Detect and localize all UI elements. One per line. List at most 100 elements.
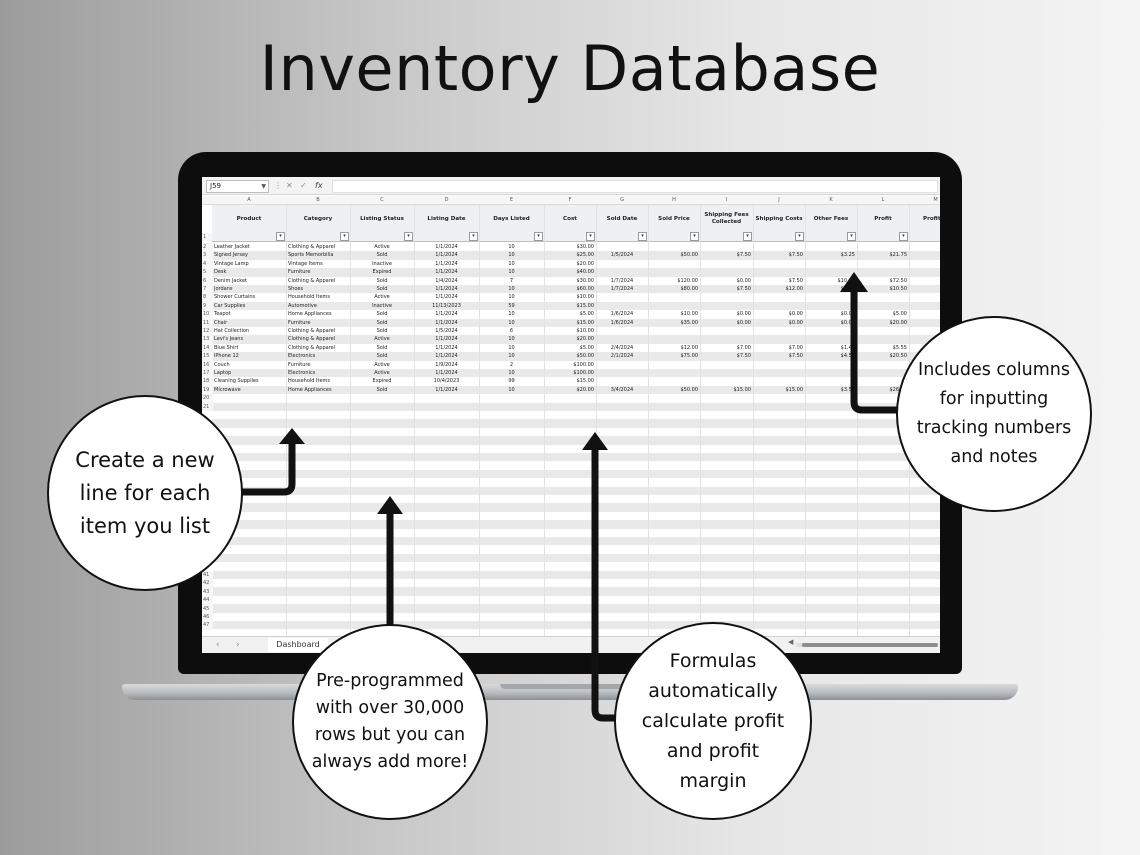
table-cell[interactable]: $50.00 — [576, 353, 595, 360]
filter-dropdown-icon[interactable]: ▾ — [847, 232, 856, 241]
table-cell[interactable]: $75.00 — [680, 353, 699, 360]
table-cell[interactable]: Jordans — [214, 286, 233, 292]
table-cell[interactable]: $0.00 — [736, 277, 751, 284]
table-cell[interactable]: $25.00 — [576, 252, 595, 259]
filter-dropdown-icon[interactable]: ▾ — [638, 232, 647, 241]
scrollbar-thumb[interactable] — [802, 643, 938, 647]
table-cell[interactable]: 2 — [509, 361, 514, 368]
table-cell[interactable]: $20.00 — [576, 260, 595, 267]
table-cell[interactable]: $35.00 — [680, 319, 699, 326]
table-cell[interactable]: 10 — [508, 294, 515, 301]
table-cell[interactable]: Sold — [376, 286, 388, 292]
table-cell[interactable]: Desk — [214, 269, 227, 276]
column-letter[interactable]: G — [620, 197, 624, 203]
table-cell[interactable]: $0.00 — [736, 311, 751, 318]
table-cell[interactable]: $5.00 — [579, 344, 594, 351]
table-cell[interactable]: $30.00 — [576, 244, 595, 250]
table-cell[interactable]: Denim Jacket — [214, 277, 247, 284]
table-cell[interactable]: 1/1/2024 — [435, 311, 458, 318]
table-cell[interactable]: 7 — [509, 277, 514, 284]
column-letter[interactable]: C — [380, 197, 384, 203]
table-cell[interactable]: Home Appliances — [288, 386, 332, 393]
table-cell[interactable]: 1/1/2024 — [435, 294, 458, 301]
table-cell[interactable]: $40.00 — [576, 269, 595, 276]
table-cell[interactable]: $10.50 — [889, 286, 908, 292]
table-cell[interactable]: $72.50 — [889, 277, 908, 284]
table-cell[interactable]: Vintage Lamp — [214, 260, 249, 267]
table-cell[interactable]: $10.00 — [837, 277, 856, 284]
table-cell[interactable]: Household Items — [288, 378, 331, 385]
table-cell[interactable]: $80.00 — [680, 286, 699, 292]
table-cell[interactable]: $30.00 — [576, 277, 595, 284]
formula-input[interactable] — [332, 180, 938, 193]
table-cell[interactable]: Signed Jersey — [214, 252, 248, 259]
table-cell[interactable]: Automotive — [288, 302, 317, 309]
table-cell[interactable]: $12.00 — [680, 344, 699, 351]
table-cell[interactable]: 1/1/2024 — [435, 319, 458, 326]
table-cell[interactable]: 10 — [508, 260, 515, 267]
horizontal-scrollbar[interactable] — [796, 643, 938, 647]
table-cell[interactable]: 1/4/2024 — [435, 277, 458, 284]
table-cell[interactable]: 1/1/2024 — [435, 260, 458, 267]
filter-dropdown-icon[interactable]: ▾ — [586, 232, 595, 241]
table-cell[interactable]: $7.50 — [736, 286, 751, 292]
table-cell[interactable]: $50.00 — [680, 386, 699, 393]
table-cell[interactable]: Expired — [372, 378, 392, 385]
filter-dropdown-icon[interactable]: ▾ — [340, 232, 349, 241]
table-cell[interactable]: Furniture — [288, 269, 311, 276]
filter-dropdown-icon[interactable]: ▾ — [690, 232, 699, 241]
column-letter[interactable]: A — [247, 197, 251, 203]
filter-dropdown-icon[interactable]: ▾ — [534, 232, 543, 241]
column-letter[interactable]: E — [509, 197, 514, 203]
column-letter[interactable]: F — [568, 197, 572, 203]
table-cell[interactable]: $7.50 — [736, 353, 751, 360]
table-cell[interactable]: 1/1/2024 — [435, 244, 458, 250]
table-cell[interactable]: Clothing & Apparel — [288, 336, 336, 343]
x-icon[interactable]: ✕ — [286, 181, 293, 190]
tab-dashboard[interactable]: Dashboard — [268, 638, 328, 652]
table-cell[interactable]: Electronics — [288, 370, 316, 376]
table-cell[interactable]: Clothing & Apparel — [288, 277, 336, 284]
table-cell[interactable]: 10/4/2023 — [433, 378, 460, 385]
table-cell[interactable]: $7.50 — [788, 277, 803, 284]
table-cell[interactable]: Active — [374, 370, 390, 376]
table-cell[interactable]: $20.00 — [576, 386, 595, 393]
table-cell[interactable]: $12.00 — [785, 286, 804, 292]
table-cell[interactable]: Active — [374, 294, 390, 301]
column-letter[interactable]: L — [881, 197, 885, 203]
filter-dropdown-icon[interactable]: ▾ — [899, 232, 908, 241]
table-cell[interactable]: $50.00 — [680, 252, 699, 259]
table-cell[interactable]: 10 — [508, 370, 515, 376]
table-cell[interactable]: $7.50 — [736, 252, 751, 259]
table-cell[interactable]: Expired — [372, 269, 392, 276]
table-cell[interactable]: Shower Curtains — [214, 294, 256, 301]
table-cell[interactable]: 10 — [508, 252, 515, 259]
table-cell[interactable]: $7.00 — [788, 344, 803, 351]
table-cell[interactable]: 10 — [508, 319, 515, 326]
table-cell[interactable]: Leather Jacket — [214, 244, 250, 250]
table-cell[interactable]: Car Supplies — [214, 302, 246, 309]
table-cell[interactable]: $15.00 — [576, 302, 595, 309]
table-cell[interactable]: $0.00 — [840, 311, 855, 318]
table-cell[interactable]: 1/7/2024 — [610, 286, 634, 292]
table-cell[interactable]: Sold — [376, 252, 388, 259]
table-cell[interactable]: 1/1/2024 — [435, 386, 458, 393]
table-cell[interactable]: 11/13/2023 — [432, 302, 461, 309]
column-letter[interactable]: D — [444, 197, 449, 203]
table-cell[interactable]: Furniture — [288, 361, 311, 368]
table-cell[interactable]: 2/1/2024 — [610, 353, 634, 360]
table-cell[interactable]: Sold — [376, 328, 388, 334]
filter-dropdown-icon[interactable]: ▾ — [469, 232, 478, 241]
table-cell[interactable]: Blue Shirt — [214, 344, 239, 351]
column-letter[interactable]: H — [672, 197, 676, 203]
table-cell[interactable]: 10 — [508, 386, 515, 393]
table-cell[interactable]: 6 — [509, 328, 514, 334]
table-cell[interactable]: $0.00 — [788, 311, 803, 318]
filter-dropdown-icon[interactable]: ▾ — [276, 232, 285, 241]
table-cell[interactable]: Active — [374, 361, 390, 368]
table-cell[interactable]: 1/6/2024 — [610, 319, 634, 326]
table-cell[interactable]: Electronics — [288, 353, 316, 360]
table-cell[interactable]: 10 — [508, 353, 515, 360]
column-letter[interactable]: K — [829, 197, 833, 203]
table-cell[interactable]: $20.50 — [889, 353, 908, 360]
